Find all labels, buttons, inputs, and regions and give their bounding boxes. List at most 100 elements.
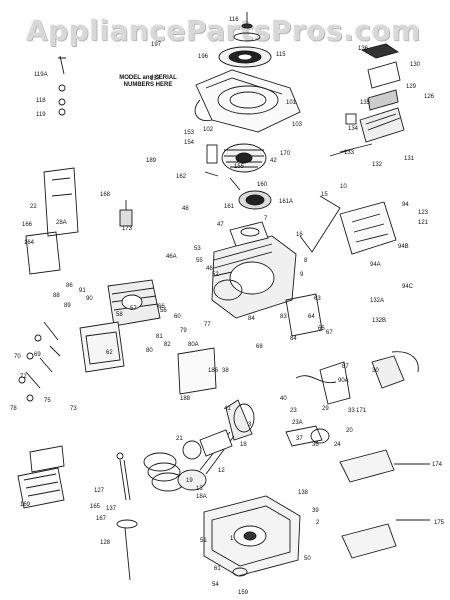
part-label-23a: 23A <box>292 420 303 426</box>
note-line-2: NUMBERS HERE <box>123 82 173 88</box>
part-label-16: 16 <box>296 232 303 238</box>
part-label-188: 188 <box>180 396 191 402</box>
part-label-196: 196 <box>198 54 209 60</box>
part-label-170: 170 <box>280 151 291 157</box>
part-label-162: 162 <box>176 174 187 180</box>
part-label-94a: 94A <box>370 262 381 268</box>
part-label-23: 23 <box>290 408 297 414</box>
valve-cover <box>79 321 125 373</box>
gasket-set-175 <box>341 519 430 559</box>
part-label-132: 132 <box>372 162 383 168</box>
part-label-90: 90 <box>86 296 93 302</box>
part-label-133: 133 <box>344 150 355 156</box>
part-label-36: 36 <box>312 442 319 448</box>
part-label-94c: 94C <box>402 284 414 290</box>
part-label-65: 65 <box>318 326 325 332</box>
part-label-132b: 132B <box>372 318 386 324</box>
part-label-22: 22 <box>30 204 37 210</box>
part-label-167: 167 <box>96 516 107 522</box>
part-label-189: 189 <box>146 158 157 164</box>
part-label-46a: 46A <box>166 254 177 260</box>
part-label-53: 53 <box>194 246 201 252</box>
part-label-132a: 132A <box>370 298 384 304</box>
part-label-72: 72 <box>20 374 27 380</box>
part-label-87: 87 <box>342 364 349 370</box>
part-label-47: 47 <box>217 222 224 228</box>
deflector <box>177 347 217 395</box>
part-label-39: 39 <box>312 508 319 514</box>
part-label-15: 15 <box>321 192 328 198</box>
shroud-bracket <box>25 167 79 275</box>
part-label-12: 12 <box>218 468 225 474</box>
part-label-2: 2 <box>316 520 320 526</box>
part-label-29: 29 <box>322 406 329 412</box>
cylinder-head <box>107 279 161 327</box>
part-label-82: 82 <box>164 342 171 348</box>
piston-rings <box>143 452 207 492</box>
camshaft <box>182 429 233 460</box>
flywheel <box>221 143 267 173</box>
part-label-40: 40 <box>280 396 287 402</box>
part-label-137: 137 <box>106 506 117 512</box>
part-label-38: 38 <box>222 368 229 374</box>
part-label-116: 116 <box>229 17 239 23</box>
part-label-94: 94 <box>402 202 409 208</box>
part-label-18a: 18A <box>196 494 207 500</box>
part-label-42: 42 <box>270 158 277 164</box>
part-label-127: 127 <box>94 488 105 494</box>
part-label-160: 160 <box>257 182 268 188</box>
part-label-101: 101 <box>286 100 297 106</box>
part-label-153: 153 <box>184 130 195 136</box>
part-label-119: 119 <box>36 112 46 118</box>
part-label-52: 52 <box>212 272 219 278</box>
part-label-103: 103 <box>292 122 303 128</box>
part-label-79: 79 <box>180 328 187 334</box>
part-label-56: 56 <box>160 308 167 314</box>
part-label-135: 135 <box>360 100 371 106</box>
part-label-60: 60 <box>174 314 181 320</box>
part-label-134: 134 <box>348 126 359 132</box>
part-label-69: 69 <box>34 352 41 358</box>
part-label-77: 77 <box>204 322 211 328</box>
part-label-161: 161 <box>224 204 235 210</box>
part-label-10: 10 <box>340 184 347 190</box>
part-label-80: 80 <box>146 348 153 354</box>
part-label-174: 174 <box>432 462 443 468</box>
part-label-169: 169 <box>20 502 31 508</box>
crankcase-base <box>203 495 301 577</box>
part-label-55: 55 <box>196 258 203 264</box>
part-label-57: 57 <box>130 306 137 312</box>
air-cleaner-assembly <box>329 43 405 157</box>
carburetor <box>285 293 405 405</box>
part-label-33: 33 <box>348 408 355 414</box>
gasket-174 <box>339 449 430 483</box>
part-label-63: 63 <box>314 296 321 302</box>
part-label-166: 166 <box>22 222 33 228</box>
part-label-86: 86 <box>66 283 73 289</box>
part-label-37: 37 <box>296 436 303 442</box>
part-label-88: 88 <box>53 293 60 299</box>
note-line-1: MODEL and SERIAL <box>119 75 177 81</box>
part-label-102: 102 <box>203 127 214 133</box>
part-label-94b: 94B <box>398 244 409 250</box>
part-label-50: 50 <box>304 556 311 562</box>
starter-pulley-assembly <box>218 12 272 68</box>
part-label-8: 8 <box>304 258 308 264</box>
part-label-18: 18 <box>240 442 247 448</box>
model-serial-note: MODEL and SERIAL NUMBERS HERE <box>113 75 183 89</box>
part-label-175: 175 <box>434 520 445 526</box>
part-label-89: 89 <box>64 303 71 309</box>
part-label-19: 19 <box>186 478 193 484</box>
part-label-62: 62 <box>106 350 113 356</box>
part-label-51: 51 <box>200 538 207 544</box>
blower-housing <box>194 69 301 133</box>
part-label-41: 41 <box>224 406 231 412</box>
part-label-3: 3 <box>248 422 252 428</box>
part-label-30: 30 <box>372 368 379 374</box>
part-label-115: 115 <box>276 52 286 58</box>
part-label-7: 7 <box>264 216 268 222</box>
part-label-126: 126 <box>424 94 435 100</box>
oil-fill-tube <box>116 452 138 581</box>
part-label-131: 131 <box>404 156 415 162</box>
